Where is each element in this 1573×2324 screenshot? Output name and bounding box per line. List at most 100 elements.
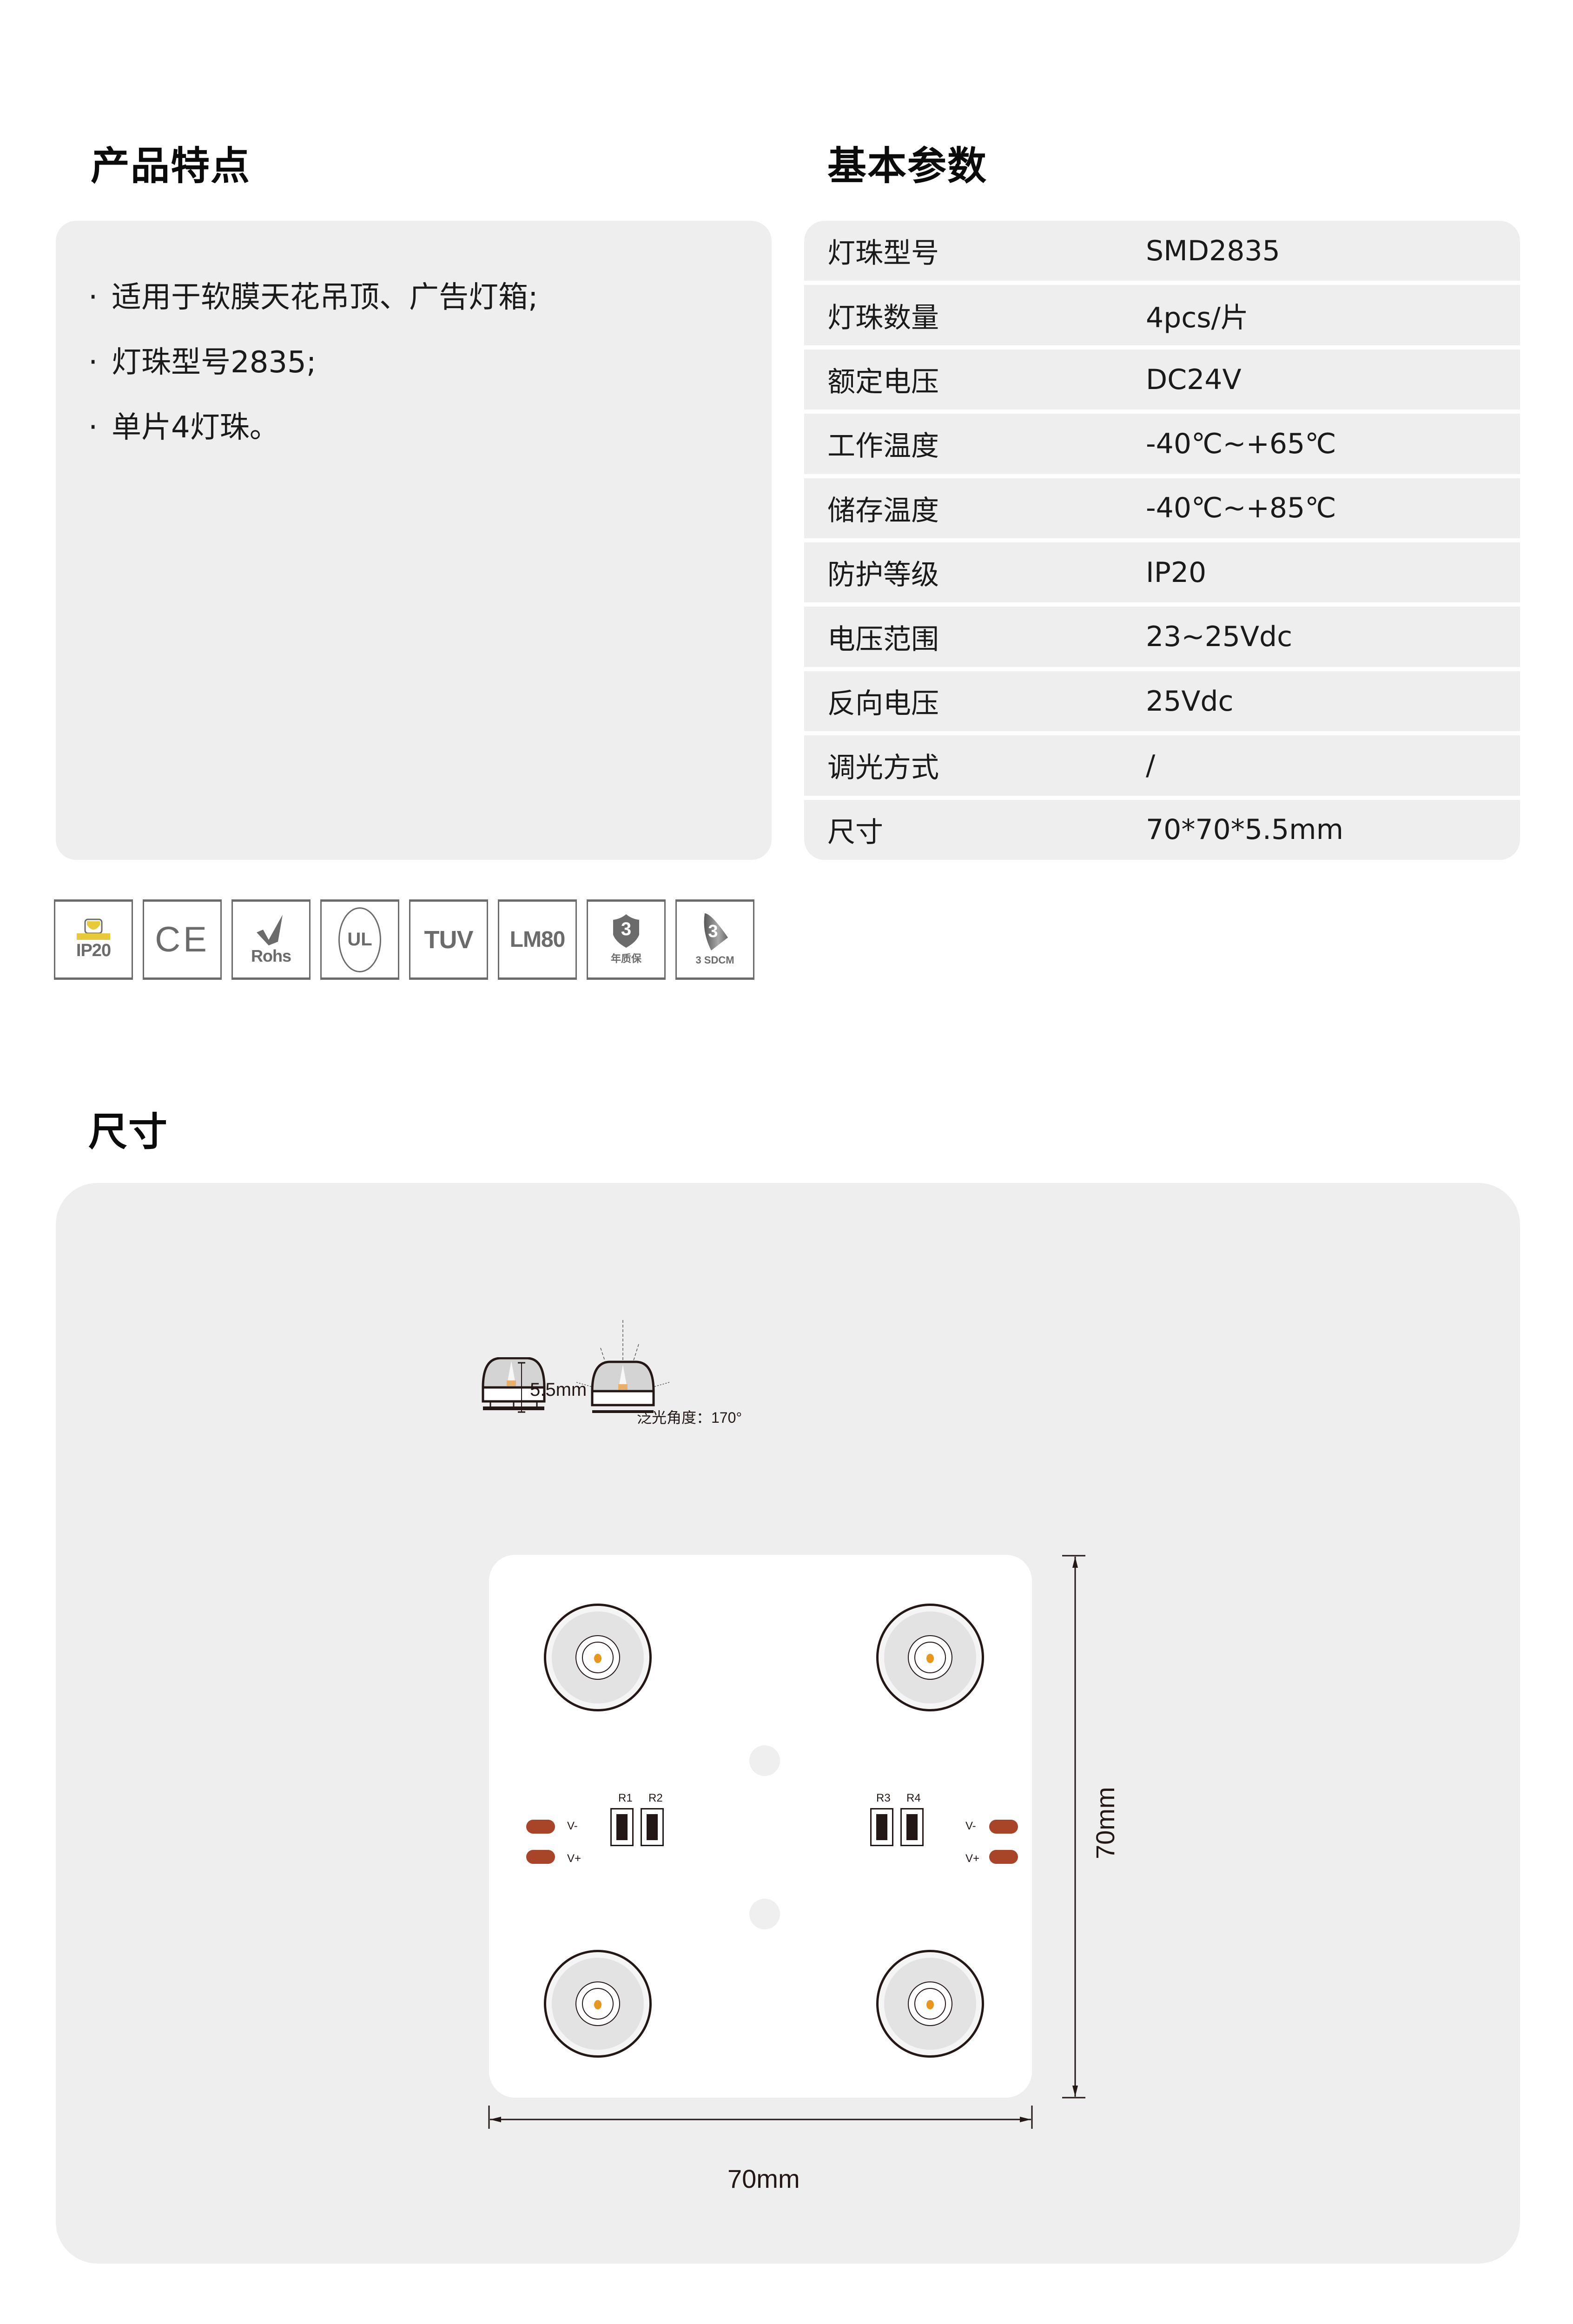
- bullet: ·: [88, 280, 98, 315]
- width-dimension-arrow: [488, 2106, 1033, 2129]
- spec-row: 灯珠型号 SMD2835: [804, 221, 1520, 281]
- led-lens-bottom-left: [544, 1950, 652, 2058]
- pad-label-neg: V-: [567, 1820, 578, 1832]
- bullet: ·: [88, 410, 98, 445]
- rohs-label: Rohs: [251, 946, 291, 965]
- pad-label-pos: V+: [965, 1852, 980, 1865]
- resistor-r1: [610, 1808, 634, 1846]
- spec-label: 反向电压: [827, 687, 939, 720]
- dimensions-title: 尺寸: [88, 1109, 169, 1155]
- warranty-badge: 3 年质保: [587, 899, 666, 980]
- tuv-badge: TUV: [409, 899, 488, 980]
- spec-label: 调光方式: [827, 752, 939, 785]
- height-dimension-line: [518, 1362, 525, 1413]
- length-label: 70mm: [1091, 1787, 1120, 1859]
- led-chip-icon: [594, 1654, 601, 1663]
- warranty-years: 3: [621, 918, 632, 939]
- spec-row: 储存温度 -40℃~+85℃: [804, 478, 1520, 539]
- certification-badges: IP20 CE Rohs UL TUV LM80 3 年质保 3 3 SDCM: [54, 899, 754, 980]
- spec-value: SMD2835: [1146, 234, 1280, 267]
- ce-badge: CE: [143, 899, 222, 980]
- sdcm-badge: 3 3 SDCM: [675, 899, 754, 980]
- feature-item: · 适用于软膜天花吊顶、广告灯箱;: [88, 265, 772, 330]
- spec-row: 调光方式 /: [804, 735, 1520, 796]
- specs-title: 基本参数: [827, 143, 988, 189]
- spec-row: 额定电压 DC24V: [804, 349, 1520, 410]
- feature-item: · 单片4灯珠。: [88, 395, 772, 460]
- spec-row: 尺寸 70*70*5.5mm: [804, 799, 1520, 860]
- feature-item: · 灯珠型号2835;: [88, 330, 772, 395]
- ul-badge: UL: [320, 899, 399, 980]
- spec-label: 储存温度: [827, 494, 939, 527]
- led-chip-icon: [926, 2000, 934, 2009]
- mounting-hole: [749, 1745, 780, 1776]
- spec-value: DC24V: [1146, 363, 1242, 396]
- pad-label-pos: V+: [567, 1852, 582, 1865]
- mounting-hole: [749, 1899, 780, 1929]
- spec-value: 4pcs/片: [1146, 301, 1249, 334]
- height-label: 5.5mm: [530, 1380, 587, 1400]
- led-lens-top-left: [544, 1604, 652, 1711]
- lm80-badge: LM80: [498, 899, 577, 980]
- ul-label: UL: [338, 907, 381, 972]
- spec-value: -40℃~+85℃: [1146, 492, 1336, 525]
- solder-pad-neg-right: [989, 1820, 1018, 1834]
- bullet: ·: [88, 345, 98, 380]
- resistor-r2: [641, 1808, 664, 1846]
- spec-value: /: [1146, 749, 1156, 782]
- spec-value: IP20: [1146, 556, 1207, 589]
- led-lens-top-right: [876, 1604, 984, 1711]
- spec-value: 25Vdc: [1146, 685, 1234, 718]
- spec-row: 工作温度 -40℃~+65℃: [804, 414, 1520, 474]
- spec-label: 灯珠型号: [827, 237, 939, 270]
- spec-label: 工作温度: [827, 430, 939, 463]
- feature-text: 适用于软膜天花吊顶、广告灯箱;: [112, 280, 538, 315]
- feature-text: 灯珠型号2835;: [112, 345, 317, 380]
- sdcm-icon: 3: [702, 913, 728, 951]
- spec-value: 23~25Vdc: [1146, 621, 1293, 654]
- ip20-badge: IP20: [54, 899, 133, 980]
- sdcm-label: 3 SDCM: [695, 954, 734, 966]
- sdcm-value: 3: [708, 921, 718, 941]
- warranty-label: 年质保: [610, 952, 641, 964]
- spec-label: 电压范围: [827, 623, 939, 656]
- tuv-label: TUV: [424, 925, 474, 954]
- resistor-label: R4: [906, 1792, 921, 1804]
- solder-pad-pos-left: [526, 1850, 555, 1864]
- beam-angle-diagram: [576, 1320, 669, 1413]
- width-label: 70mm: [727, 2164, 800, 2193]
- ce-label: CE: [155, 920, 210, 959]
- led-chip-icon: [926, 1654, 934, 1663]
- beam-angle-label: 泛光角度：170°: [637, 1409, 742, 1426]
- spec-label: 额定电压: [827, 366, 939, 399]
- spec-table: 灯珠型号 SMD2835 灯珠数量 4pcs/片 额定电压 DC24V 工作温度 -40…: [804, 221, 1520, 860]
- led-side-profile-diagram: [482, 1357, 546, 1410]
- resistor-label: R3: [876, 1792, 891, 1804]
- spec-value: -40℃~+65℃: [1146, 427, 1336, 460]
- pad-label-neg: V-: [965, 1820, 976, 1832]
- led-lens-bottom-right: [876, 1950, 984, 2058]
- led-chip-icon: [77, 918, 110, 940]
- solder-pad-pos-right: [989, 1850, 1018, 1864]
- spec-label: 尺寸: [827, 816, 883, 849]
- feature-text: 单片4灯珠。: [112, 410, 279, 445]
- spec-row: 防护等级 IP20: [804, 542, 1520, 603]
- led-chip-icon: [594, 2000, 601, 2009]
- resistor-r4: [900, 1808, 924, 1846]
- resistor-r3: [870, 1808, 893, 1846]
- features-title: 产品特点: [91, 143, 251, 189]
- lm80-label: LM80: [509, 927, 566, 952]
- resistor-label: R2: [648, 1792, 663, 1804]
- spec-label: 灯珠数量: [827, 301, 939, 334]
- shield-icon: 3: [613, 914, 639, 948]
- solder-pad-neg-left: [526, 1820, 555, 1834]
- ip20-label: IP20: [76, 941, 111, 960]
- features-panel: · 适用于软膜天花吊顶、广告灯箱; · 灯珠型号2835; · 单片4灯珠。: [56, 221, 772, 860]
- spec-row: 电压范围 23~25Vdc: [804, 607, 1520, 667]
- spec-value: 70*70*5.5mm: [1146, 813, 1344, 846]
- length-dimension-arrow: [1062, 1555, 1085, 2099]
- rohs-badge: Rohs: [231, 899, 311, 980]
- spec-label: 防护等级: [827, 559, 939, 592]
- spec-row: 灯珠数量 4pcs/片: [804, 285, 1520, 345]
- spec-row: 反向电压 25Vdc: [804, 671, 1520, 732]
